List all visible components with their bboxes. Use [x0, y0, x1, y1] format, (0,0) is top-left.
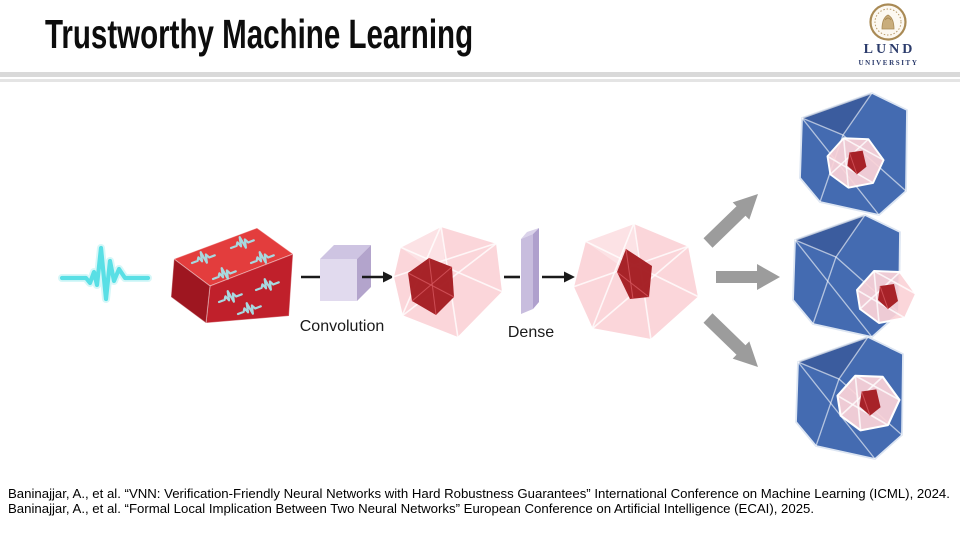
header-divider: [0, 72, 960, 82]
fan-arrow-down-icon: [703, 313, 758, 367]
fan-arrow-up-icon: [703, 194, 758, 248]
slide-title: Trustworthy Machine Learning: [45, 11, 474, 57]
university-seal-icon: [869, 3, 907, 41]
output-cube-middle: [792, 214, 917, 338]
citations-block: Baninajjar, A., et al. “VNN: Verificatio…: [8, 486, 952, 517]
input-tensor-box: [170, 227, 295, 324]
dense-layer-slab: [521, 228, 539, 314]
university-logo: LUND UNIVERSITY: [852, 2, 924, 67]
reachable-set-polytope-2: [572, 222, 700, 341]
citation-1: Baninajjar, A., et al. “VNN: Verificatio…: [8, 486, 950, 501]
convolution-label: Convolution: [299, 318, 385, 335]
citation-2: Baninajjar, A., et al. “Formal Local Imp…: [8, 501, 815, 517]
dense-label: Dense: [507, 324, 555, 341]
logo-wordmark: LUND: [863, 42, 916, 57]
output-cube-top: [799, 92, 908, 216]
conv-output-arrow-icon: [362, 271, 394, 283]
fan-arrow-right-icon: [716, 264, 780, 290]
ecg-signal-icon: [58, 244, 152, 303]
exact-output-core-2: [616, 248, 652, 300]
output-cube-bottom: [795, 336, 904, 460]
logo-subtitle: UNIVERSITY: [858, 59, 919, 67]
dense-output-arrow-icon: [542, 271, 575, 283]
convolution-kernel-cube: [320, 245, 371, 301]
exact-output-core-1: [407, 257, 455, 316]
reachable-set-polytope-1: [392, 225, 504, 339]
